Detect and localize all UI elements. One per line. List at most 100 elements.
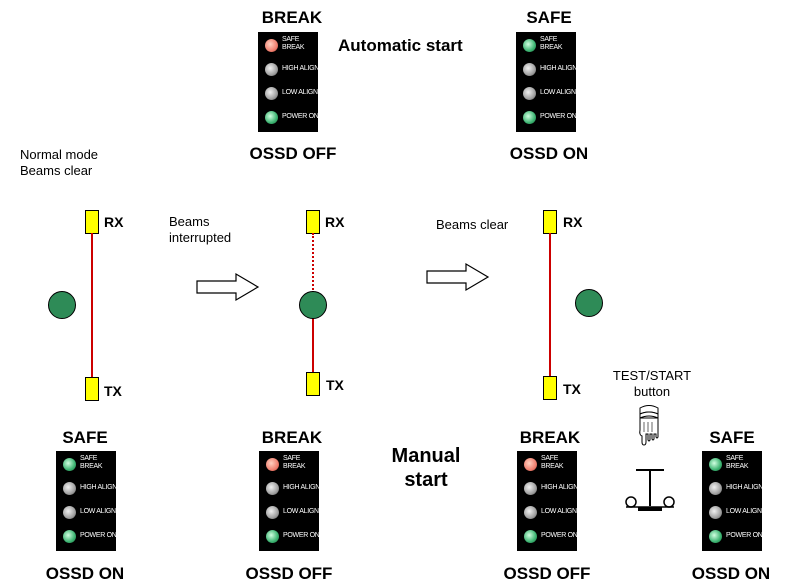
green-led-icon xyxy=(265,111,278,124)
green-led-icon xyxy=(523,39,536,52)
stage-label-interrupted: Beams interrupted xyxy=(169,214,231,246)
led-label-high-align: HIGH ALIGN xyxy=(726,484,764,491)
led-row-low-align: LOW ALIGN xyxy=(706,503,762,523)
beam-line xyxy=(549,233,551,376)
manual-start-label-line1: Manual xyxy=(391,445,461,467)
led-row-high-align: HIGH ALIGN xyxy=(60,479,118,499)
led-label-low-align: LOW ALIGN xyxy=(283,508,319,515)
green-led-icon xyxy=(709,530,722,543)
automatic-start-label: Automatic start xyxy=(338,36,463,55)
grey-led-icon xyxy=(63,482,76,495)
led-row-high-align: HIGH ALIGN xyxy=(521,479,578,499)
led-row-power-on: POWER ON xyxy=(521,527,578,547)
led-label-low-align: LOW ALIGN xyxy=(541,508,577,515)
grey-led-icon xyxy=(266,506,279,519)
led-row-power-on: POWER ON xyxy=(706,527,763,547)
led-row-low-align: LOW ALIGN xyxy=(520,84,576,104)
panel-footer-ossd-on-manual-4: OSSD ON xyxy=(691,564,771,583)
rx-sensor xyxy=(306,210,320,234)
grey-led-icon xyxy=(265,63,278,76)
grey-led-icon xyxy=(63,506,76,519)
grey-led-icon xyxy=(709,482,722,495)
push-button-icon[interactable] xyxy=(622,466,678,516)
led-label-power-on: POWER ON xyxy=(541,532,578,539)
led-label-power-on: POWER ON xyxy=(726,532,763,539)
panel-title-break-auto: BREAK xyxy=(261,8,323,27)
tx-label: TX xyxy=(326,377,344,393)
stage-label-normal-line2: Beams clear xyxy=(20,163,93,178)
led-label-power-on: POWER ON xyxy=(283,532,320,539)
led-row-power-on: POWER ON xyxy=(262,108,319,128)
grey-led-icon xyxy=(524,506,537,519)
led-label-safe: SAFE xyxy=(726,455,744,462)
led-label-power-on: POWER ON xyxy=(80,532,117,539)
stage-label-normal-line1: Normal mode xyxy=(20,147,99,162)
arrow-right-icon xyxy=(196,272,260,302)
rx-sensor xyxy=(85,210,99,234)
red-led-icon xyxy=(524,458,537,471)
led-row-high-align: HIGH ALIGN xyxy=(263,479,320,499)
panel-title-break-manual-2: BREAK xyxy=(261,428,323,447)
led-label-low-align: LOW ALIGN xyxy=(282,89,318,96)
led-label-power-on: POWER ON xyxy=(282,113,319,120)
led-label-power-on: POWER ON xyxy=(540,113,577,120)
grey-led-icon xyxy=(709,506,722,519)
led-label-break: BREAK xyxy=(282,44,305,51)
green-led-icon xyxy=(709,458,722,471)
led-label-low-align: LOW ALIGN xyxy=(80,508,116,515)
panel-footer-ossd-off-manual-3: OSSD OFF xyxy=(503,564,591,583)
grey-led-icon xyxy=(523,63,536,76)
green-led-icon xyxy=(63,530,76,543)
rx-label: RX xyxy=(325,214,345,230)
panel-title-safe-manual-4: SAFE xyxy=(709,428,755,447)
green-led-icon xyxy=(266,530,279,543)
manual-start-label: Manual start xyxy=(376,444,476,492)
led-row-power-on: POWER ON xyxy=(263,527,320,547)
stage-label-cleared: Beams clear xyxy=(436,217,509,232)
led-label-high-align: HIGH ALIGN xyxy=(282,65,320,72)
tx-label: TX xyxy=(104,383,122,399)
grey-led-icon xyxy=(523,87,536,100)
arrow-right-icon xyxy=(426,262,490,292)
led-row-power-on: POWER ON xyxy=(520,108,577,128)
tx-sensor xyxy=(543,376,557,400)
panel-footer-ossd-on-auto: OSSD ON xyxy=(509,144,589,163)
rx-label: RX xyxy=(104,214,124,230)
led-row-high-align: HIGH ALIGN xyxy=(706,479,764,499)
test-start-label-line2: button xyxy=(633,384,671,399)
test-start-label: TEST/START button xyxy=(602,368,702,400)
green-led-icon xyxy=(63,458,76,471)
stage-label-interrupted-line2: interrupted xyxy=(169,230,232,245)
led-row-high-align: HIGH ALIGN xyxy=(262,60,320,80)
led-label-break: BREAK xyxy=(283,463,306,470)
pressing-hand-icon xyxy=(639,405,659,446)
led-row-power-on: POWER ON xyxy=(60,527,117,547)
stage-label-interrupted-line1: Beams xyxy=(169,214,210,229)
panel-footer-ossd-on-manual-1: OSSD ON xyxy=(45,564,125,583)
led-label-low-align: LOW ALIGN xyxy=(726,508,762,515)
led-label-high-align: HIGH ALIGN xyxy=(80,484,118,491)
led-label-break: BREAK xyxy=(80,463,103,470)
object-circle xyxy=(299,291,327,319)
led-label-safe: SAFE xyxy=(541,455,559,462)
led-label-low-align: LOW ALIGN xyxy=(540,89,576,96)
green-led-icon xyxy=(523,111,536,124)
grey-led-icon xyxy=(266,482,279,495)
green-led-icon xyxy=(524,530,537,543)
panel-footer-ossd-off-auto: OSSD OFF xyxy=(249,144,337,163)
led-label-break: BREAK xyxy=(540,44,563,51)
led-label-safe: SAFE xyxy=(540,36,558,43)
beam-line-interrupted xyxy=(312,233,314,293)
led-label-high-align: HIGH ALIGN xyxy=(540,65,578,72)
beam-line xyxy=(91,233,93,377)
panel-title-safe-auto: SAFE xyxy=(526,8,572,27)
object-circle xyxy=(575,289,603,317)
manual-start-label-line2: start xyxy=(404,469,448,491)
